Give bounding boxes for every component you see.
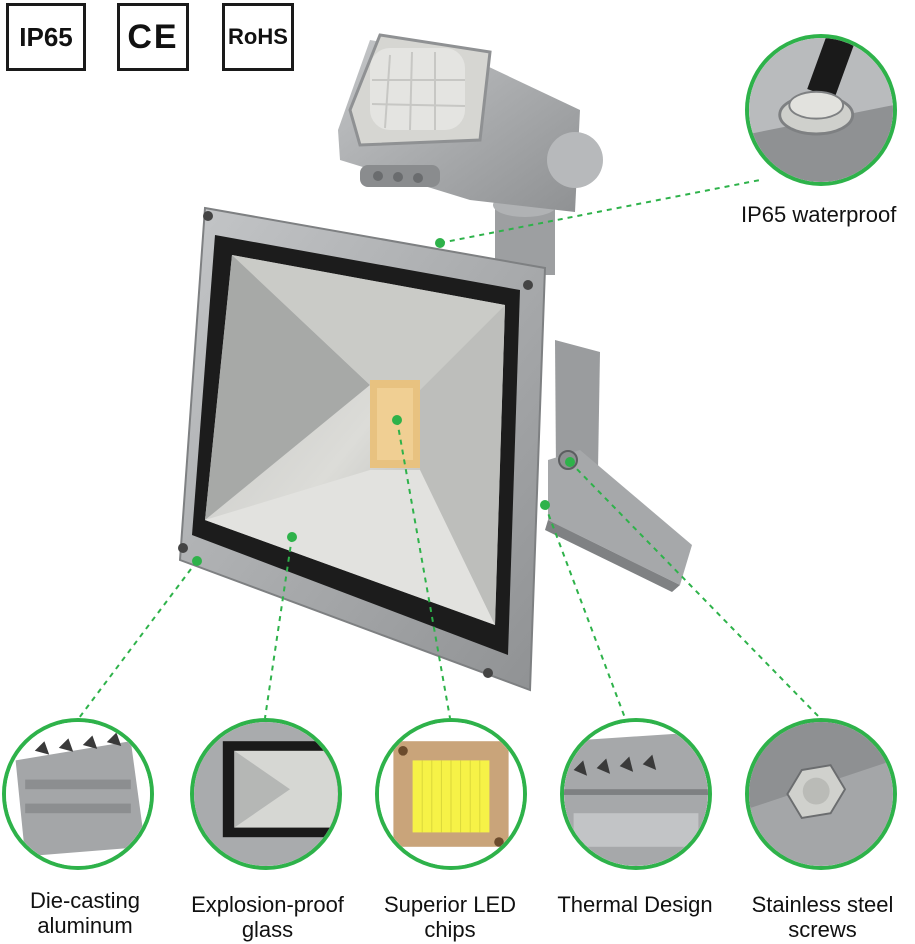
glass-caption-line2: glass bbox=[241, 917, 294, 942]
callout-lines bbox=[69, 179, 821, 731]
screws-caption-line2: screws bbox=[788, 917, 857, 942]
led-chip-detail-circle bbox=[375, 718, 527, 870]
waterproof-label: IP65 waterproof bbox=[741, 202, 897, 227]
rohs-badge: RoHS bbox=[222, 3, 294, 71]
screws-caption-line1: Stainless steel bbox=[751, 892, 894, 917]
die-casting-detail-circle bbox=[2, 718, 154, 870]
die-casting-caption: Die-casting aluminum bbox=[0, 888, 170, 938]
waterproof-detail-circle bbox=[745, 34, 897, 186]
callout-dots bbox=[192, 238, 575, 566]
die-casting-caption-line1: Die-casting bbox=[29, 888, 141, 913]
glass-detail-circle bbox=[190, 718, 342, 870]
led-caption-line2: chips bbox=[424, 917, 476, 942]
thermal-caption-line1: Thermal Design bbox=[557, 892, 713, 917]
glass-caption-line1: Explosion-proof bbox=[191, 892, 344, 917]
screws-caption: Stainless steel screws bbox=[735, 892, 910, 942]
die-casting-caption-line2: aluminum bbox=[37, 913, 133, 938]
ce-badge: CE bbox=[117, 3, 189, 71]
thermal-caption: Thermal Design bbox=[545, 892, 725, 917]
screws-detail-circle bbox=[745, 718, 897, 870]
led-caption: Superior LED chips bbox=[365, 892, 535, 942]
led-caption-line1: Superior LED bbox=[383, 892, 517, 917]
glass-caption: Explosion-proof glass bbox=[175, 892, 360, 942]
pir-sensor bbox=[338, 33, 603, 275]
floodlight-housing bbox=[178, 206, 578, 692]
thermal-detail-circle bbox=[560, 718, 712, 870]
ip65-badge: IP65 bbox=[6, 3, 86, 71]
